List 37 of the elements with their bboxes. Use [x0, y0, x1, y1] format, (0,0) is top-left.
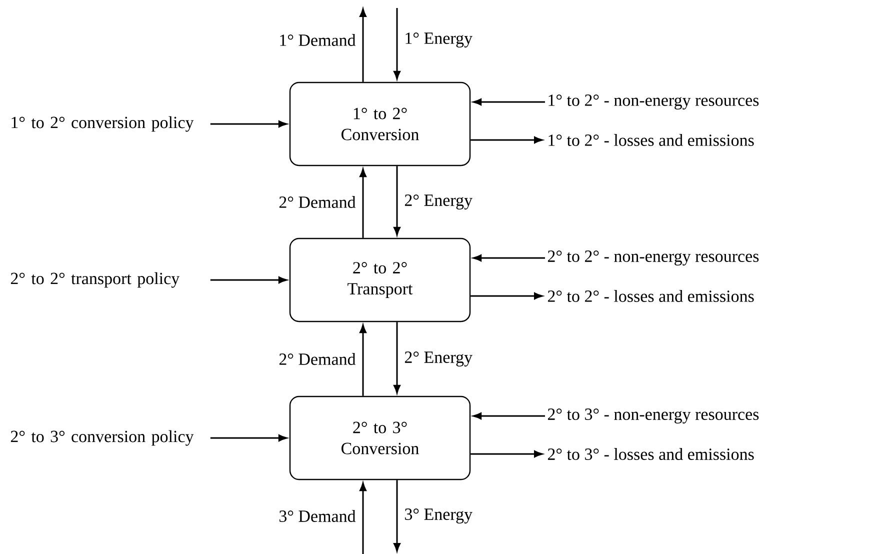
process-box: 2° to 2° Transport [289, 238, 471, 322]
edge-label: 1° Energy [406, 32, 472, 48]
policy-label: 2° to 3° conversion policy [10, 430, 194, 446]
arrow [360, 168, 366, 238]
flow-label: 2° to 3° - losses and emissions [548, 448, 754, 460]
arrow [470, 292, 543, 300]
arrow [360, 482, 366, 554]
arrow [360, 8, 366, 82]
edge-label: 2° Energy [404, 352, 472, 366]
flow-label: 1° to 2° - losses and emissions [548, 134, 754, 146]
arrow [210, 120, 287, 128]
flow-label: 2° to 2° - losses and emissions [548, 290, 754, 302]
arrow [210, 434, 287, 442]
process-box: 1° to 2° Conversion [289, 82, 471, 166]
arrow [360, 324, 366, 396]
arrow [394, 322, 400, 394]
edge-label: 3° Energy [405, 508, 472, 524]
edge-label: 1° Demand [280, 34, 356, 46]
flow-label: 1° to 2° - non-energy resources [548, 94, 759, 110]
arrow [210, 276, 287, 284]
edge-label: 2° Demand [279, 353, 356, 365]
arrow [473, 254, 545, 262]
arrow [470, 450, 543, 458]
edge-label: 2° Demand [279, 196, 356, 208]
arrow [473, 412, 545, 420]
arrow [473, 98, 545, 106]
flow-label: 2° to 3° - non-energy resources [548, 408, 759, 424]
flow-label: 2° to 2° - non-energy resources [548, 250, 759, 266]
arrow [394, 8, 400, 80]
policy-label: 1° to 2° conversion policy [12, 116, 194, 132]
edge-label: 3° Demand [279, 510, 356, 522]
arrow [394, 166, 400, 236]
arrow [394, 480, 400, 552]
arrow [470, 136, 543, 144]
edge-label: 2° Energy [404, 194, 472, 210]
process-box: 2° to 3° Conversion [289, 396, 471, 480]
policy-label: 2° to 2° transport policy [10, 272, 180, 288]
